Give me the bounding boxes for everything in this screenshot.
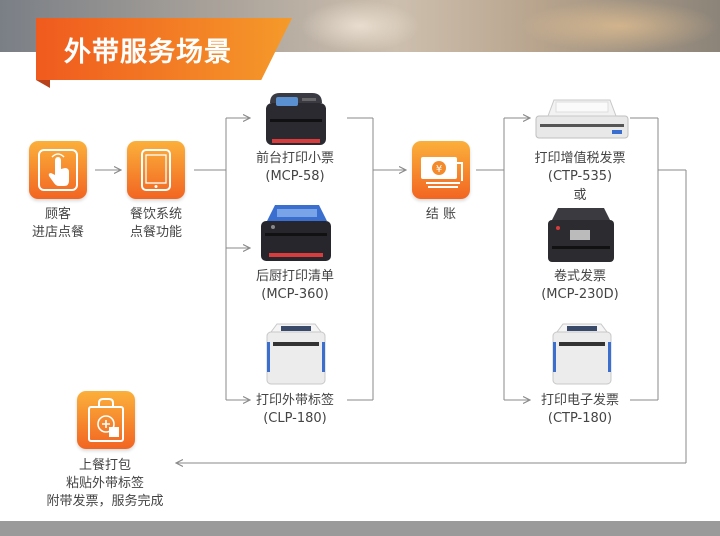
touch-hand-icon [38,149,78,191]
kitchen-printer-model: (MCP-360) [261,287,329,302]
vat-printer-name: 打印增值税发票 [534,151,626,166]
svg-text:¥: ¥ [436,164,442,175]
label-printer-name: 打印外带标签 [255,393,334,408]
customer-step-label: 顾客 进店点餐 [23,206,93,242]
package-bag-icon [88,398,124,442]
or-separator: 或 [573,188,587,203]
e-invoice-printer-image [552,323,612,385]
photo-blur [520,0,720,52]
photo-blur [300,0,420,52]
receipt-printer-image [266,93,326,145]
einvoice-printer-name: 打印电子发票 [540,393,619,408]
cash-money-icon: ¥ [421,157,463,188]
customer-line2: 进店点餐 [31,225,84,240]
roll-printer-label: 卷式发票 (MCP-230D) [520,268,640,304]
front-printer-name: 前台打印小票 [255,151,334,166]
label-printer-image [266,323,326,385]
system-step-label: 餐饮系统 点餐功能 [116,206,196,242]
system-line2: 点餐功能 [129,225,182,240]
front-printer-model: (MCP-58) [265,169,325,184]
pickup-step-icon [77,391,135,449]
banner-fold [36,80,50,88]
vat-printer-model: (CTP-535) [547,169,613,184]
system-line1: 餐饮系统 [129,207,182,222]
page-title: 外带服务场景 [64,37,232,68]
roll-printer-model: (MCP-230D) [541,287,619,302]
label-printer-label: 打印外带标签 (CLP-180) [240,392,350,428]
tablet-icon [141,149,171,191]
checkout-step-label: 结 账 [425,207,457,222]
kitchen-printer-name: 后厨打印清单 [255,269,334,284]
pickup-line2: 粘贴外带标签 [65,476,144,491]
front-printer-label: 前台打印小票 (MCP-58) [240,150,350,186]
title-banner [36,18,292,80]
checkout-step-icon: ¥ [412,141,470,199]
pickup-step-label: 上餐打包 粘贴外带标签 附带发票，服务完成 [30,457,180,511]
vat-printer-label: 打印增值税发票 (CTP-535) [520,150,640,186]
einvoice-printer-model: (CTP-180) [547,411,613,426]
roll-printer-name: 卷式发票 [553,269,606,284]
roll-invoice-printer-image [548,208,614,262]
customer-line1: 顾客 [44,207,71,222]
pickup-line3: 附带发票，服务完成 [46,494,164,509]
label-printer-model: (CLP-180) [263,411,327,426]
vat-invoice-printer-image [535,99,629,139]
kitchen-printer-label: 后厨打印清单 (MCP-360) [240,268,350,304]
einvoice-printer-label: 打印电子发票 (CTP-180) [520,392,640,428]
pickup-line1: 上餐打包 [78,458,131,473]
customer-step-icon [29,141,87,199]
system-step-icon [127,141,185,199]
footer-bar [0,521,720,536]
kitchen-printer-image [261,205,331,261]
